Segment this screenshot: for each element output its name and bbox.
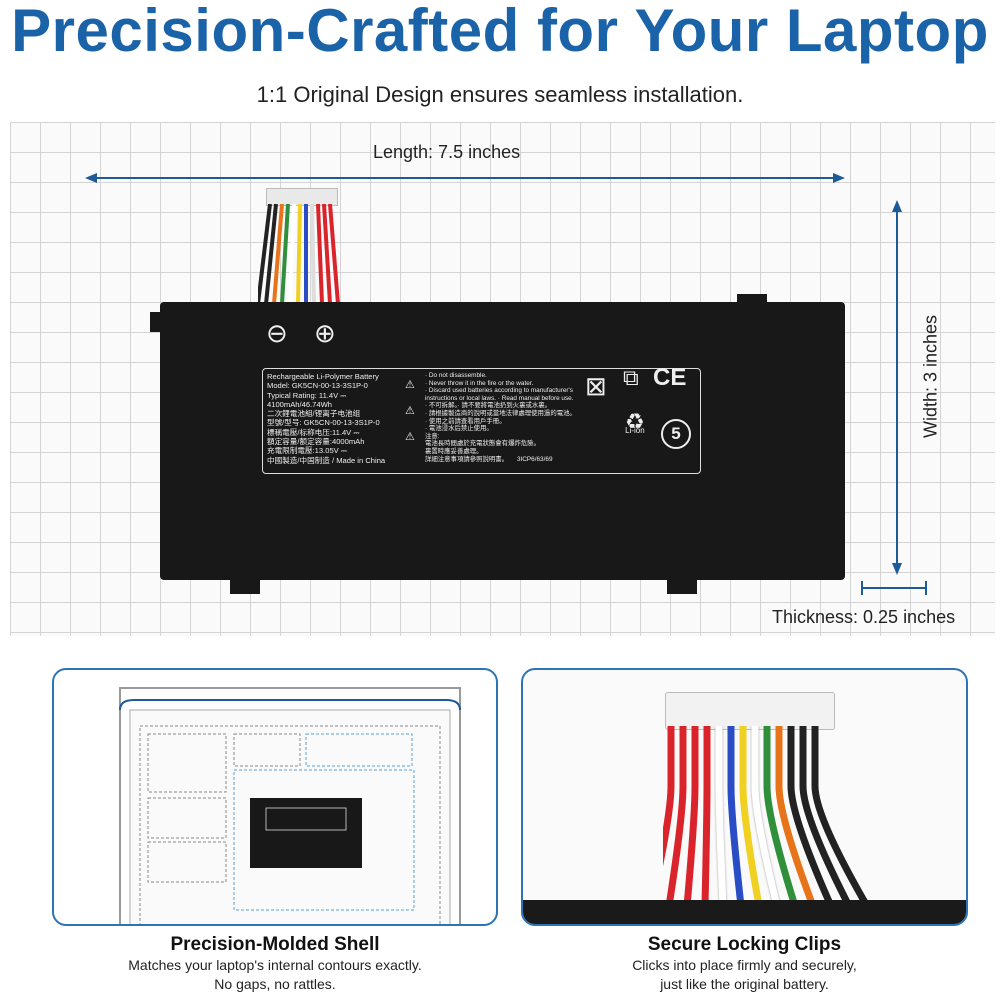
label-line: 二次鋰電池組/锂离子电池组 <box>267 409 361 419</box>
warning-line: 詳細注意事項請參照說明書。 <box>425 455 509 463</box>
label-line: 4100mAh/46.74Wh <box>267 399 333 409</box>
thickness-bar-icon <box>861 581 927 595</box>
warning-line: · 使用之前請查看用戶手冊。 <box>425 417 506 425</box>
wire <box>799 726 853 908</box>
battery-body: ⊖ ⊕ <box>160 302 845 580</box>
negative-terminal-icon: ⊖ <box>266 318 288 348</box>
battery-spec-label: Rechargeable Li-Polymer Battery Model: G… <box>262 364 701 474</box>
warning-line: · Discard used batteries according to ma… <box>425 387 573 395</box>
shell-panel <box>52 668 498 926</box>
caption-line: just like the original battery. <box>660 976 829 992</box>
warning-line: · Do not disassemble. <box>425 372 487 379</box>
wire <box>701 726 711 907</box>
warning-line: 注意: <box>425 432 440 440</box>
wire <box>727 726 745 907</box>
caption-title: Precision-Molded Shell <box>170 934 380 955</box>
clips-caption: Secure Locking Clips Clicks into place f… <box>521 934 968 994</box>
clips-panel <box>521 668 968 926</box>
battery-connector-cable <box>258 188 346 304</box>
label-line: Rechargeable Li-Polymer Battery <box>267 372 379 381</box>
length-label: Length: 7.5 inches <box>373 142 521 162</box>
recycle-cert-icon: ⧉ <box>623 365 639 390</box>
wire <box>739 726 763 907</box>
caption-line: Clicks into place firmly and securely, <box>632 957 857 973</box>
wire <box>811 726 871 908</box>
battery-edge <box>523 900 966 924</box>
label-line: 標稱電壓/标称电压:11.4V ⎓ <box>267 427 360 437</box>
label-line: 型號/型号: GK5CN-00-13-3S1P-0 <box>267 418 380 428</box>
mount-tab <box>737 294 767 308</box>
wire <box>751 726 781 907</box>
laptop-chassis-diagram <box>119 687 461 924</box>
caption-line: No gaps, no rattles. <box>214 976 336 992</box>
warning-line: · 請根據製造商的說明或當地法律處理使用過的電池。 <box>425 409 576 417</box>
cell-code: 3ICP6/63/69 <box>516 455 553 463</box>
no-bin-icon: ⊠ <box>585 371 607 401</box>
shell-caption: Precision-Molded Shell Matches your lapt… <box>52 934 498 994</box>
subtitle: 1:1 Original Design ensures seamless ins… <box>256 82 744 107</box>
wire <box>663 726 675 867</box>
warning-line: instructions or local laws. · Read manua… <box>425 394 574 402</box>
mount-tab <box>150 312 164 332</box>
width-label: Width: 3 inches <box>920 314 941 439</box>
warning-line: 電池長時間處於充電狀態會有爆炸危險。 <box>425 440 541 448</box>
wire <box>787 726 835 908</box>
warning-line: 裏置時應妥善處理。 <box>425 447 483 455</box>
warning-line: · 電池浸水后禁止使用。 <box>425 425 493 433</box>
wire <box>775 726 817 908</box>
wire <box>715 726 727 907</box>
wire <box>683 726 699 907</box>
label-line: 中國製造/中国制造 / Made in China <box>267 455 386 465</box>
warning-icon: ⚠⚠⚠ <box>405 379 415 443</box>
positive-terminal-icon: ⊕ <box>314 318 336 348</box>
page-title: Precision-Crafted for Your Laptop <box>11 0 989 64</box>
caption-line: Matches your laptop's internal contours … <box>128 957 422 973</box>
wire <box>763 726 799 908</box>
warning-line: · 不可拆解。· 請不要將電池扔到火裏或水裏。 <box>425 402 552 410</box>
warning-line: · Never throw it in the fire or the wate… <box>425 379 534 387</box>
mount-tab <box>667 578 697 594</box>
connector-plug <box>665 692 835 730</box>
thickness-label: Thickness: 0.25 inches <box>772 607 956 627</box>
length-arrow-icon <box>85 173 845 183</box>
colored-wires <box>663 726 871 908</box>
mount-tab <box>230 578 260 594</box>
label-line: Typical Rating: 11.4V ⎓ <box>267 390 347 400</box>
wire <box>665 726 687 907</box>
caption-title: Secure Locking Clips <box>647 934 842 955</box>
recycle-icon: ♻Li-ion <box>625 409 645 436</box>
label-line: 額定容量/额定容量:4000mAh <box>267 437 365 447</box>
ce-mark: CE <box>653 364 687 391</box>
label-line: 充電限制電壓:13.05V ⎓ <box>267 446 347 456</box>
epup-5-icon: 5 <box>661 419 691 449</box>
li-ion-mark: Li-ion <box>625 426 645 436</box>
label-line: Model: GK5CN-00-13-3S1P-0 <box>267 381 368 391</box>
width-arrow-icon <box>892 200 902 575</box>
